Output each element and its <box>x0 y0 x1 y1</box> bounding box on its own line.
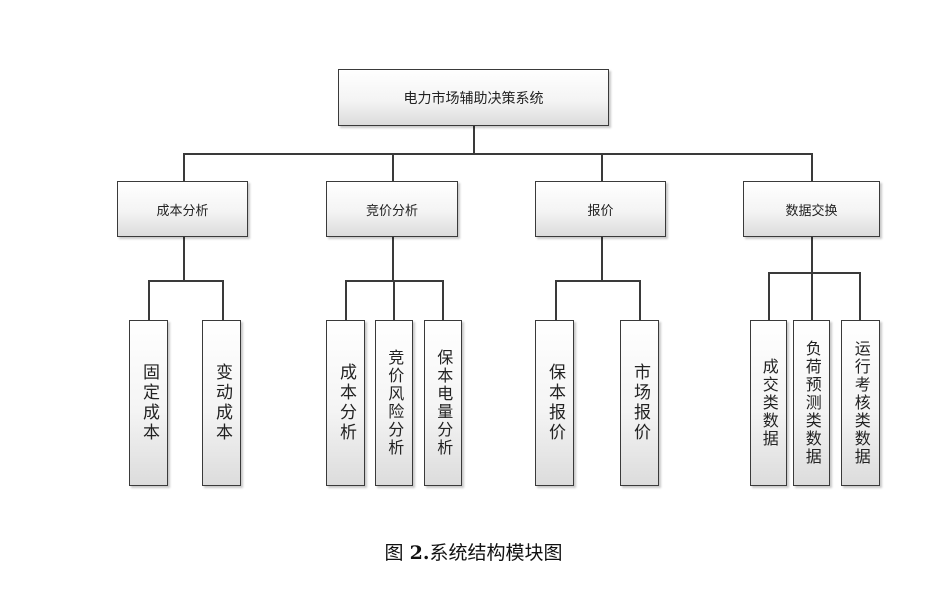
connector <box>555 280 557 320</box>
module-cost-analysis: 成本分析 <box>117 181 248 237</box>
connector <box>183 153 185 181</box>
connector <box>148 280 150 320</box>
connector <box>811 236 813 273</box>
figure-caption: 图 2.系统结构模块图 <box>0 538 947 565</box>
connector <box>768 272 860 274</box>
caption-text: 系统结构模块图 <box>429 542 563 564</box>
leaf-breakeven-quote: 保本报价 <box>535 320 574 486</box>
caption-number: 2. <box>409 542 430 564</box>
connector <box>859 272 861 320</box>
leaf-operation-assessment-data: 运行考核类数据 <box>841 320 880 486</box>
connector <box>768 272 770 320</box>
module-data-exchange: 数据交换 <box>743 181 880 237</box>
connector <box>811 272 813 320</box>
connector <box>183 236 185 280</box>
connector <box>393 280 395 320</box>
connector <box>183 153 812 155</box>
connector <box>345 280 347 320</box>
connector <box>473 125 475 153</box>
leaf-variable-cost: 变动成本 <box>202 320 241 486</box>
leaf-market-quote: 市场报价 <box>620 320 659 486</box>
connector <box>555 280 640 282</box>
connector <box>811 153 813 181</box>
leaf-breakeven-volume-analysis: 保本电量分析 <box>424 320 462 486</box>
connector <box>148 280 223 282</box>
leaf-fixed-cost: 固定成本 <box>129 320 168 486</box>
leaf-transaction-data: 成交类数据 <box>750 320 787 486</box>
connector <box>392 236 394 280</box>
leaf-load-forecast-data: 负荷预测类数据 <box>793 320 830 486</box>
connector <box>601 236 603 280</box>
module-bidding-analysis: 竞价分析 <box>326 181 458 237</box>
module-quotation: 报价 <box>535 181 666 237</box>
connector <box>601 153 603 181</box>
caption-prefix: 图 <box>384 542 410 564</box>
connector <box>392 153 394 181</box>
connector <box>639 280 641 320</box>
connector <box>222 280 224 320</box>
leaf-bidding-risk-analysis: 竞价风险分析 <box>375 320 413 486</box>
connector <box>442 280 444 320</box>
root-node: 电力市场辅助决策系统 <box>338 69 609 126</box>
leaf-cost-analysis: 成本分析 <box>326 320 365 486</box>
